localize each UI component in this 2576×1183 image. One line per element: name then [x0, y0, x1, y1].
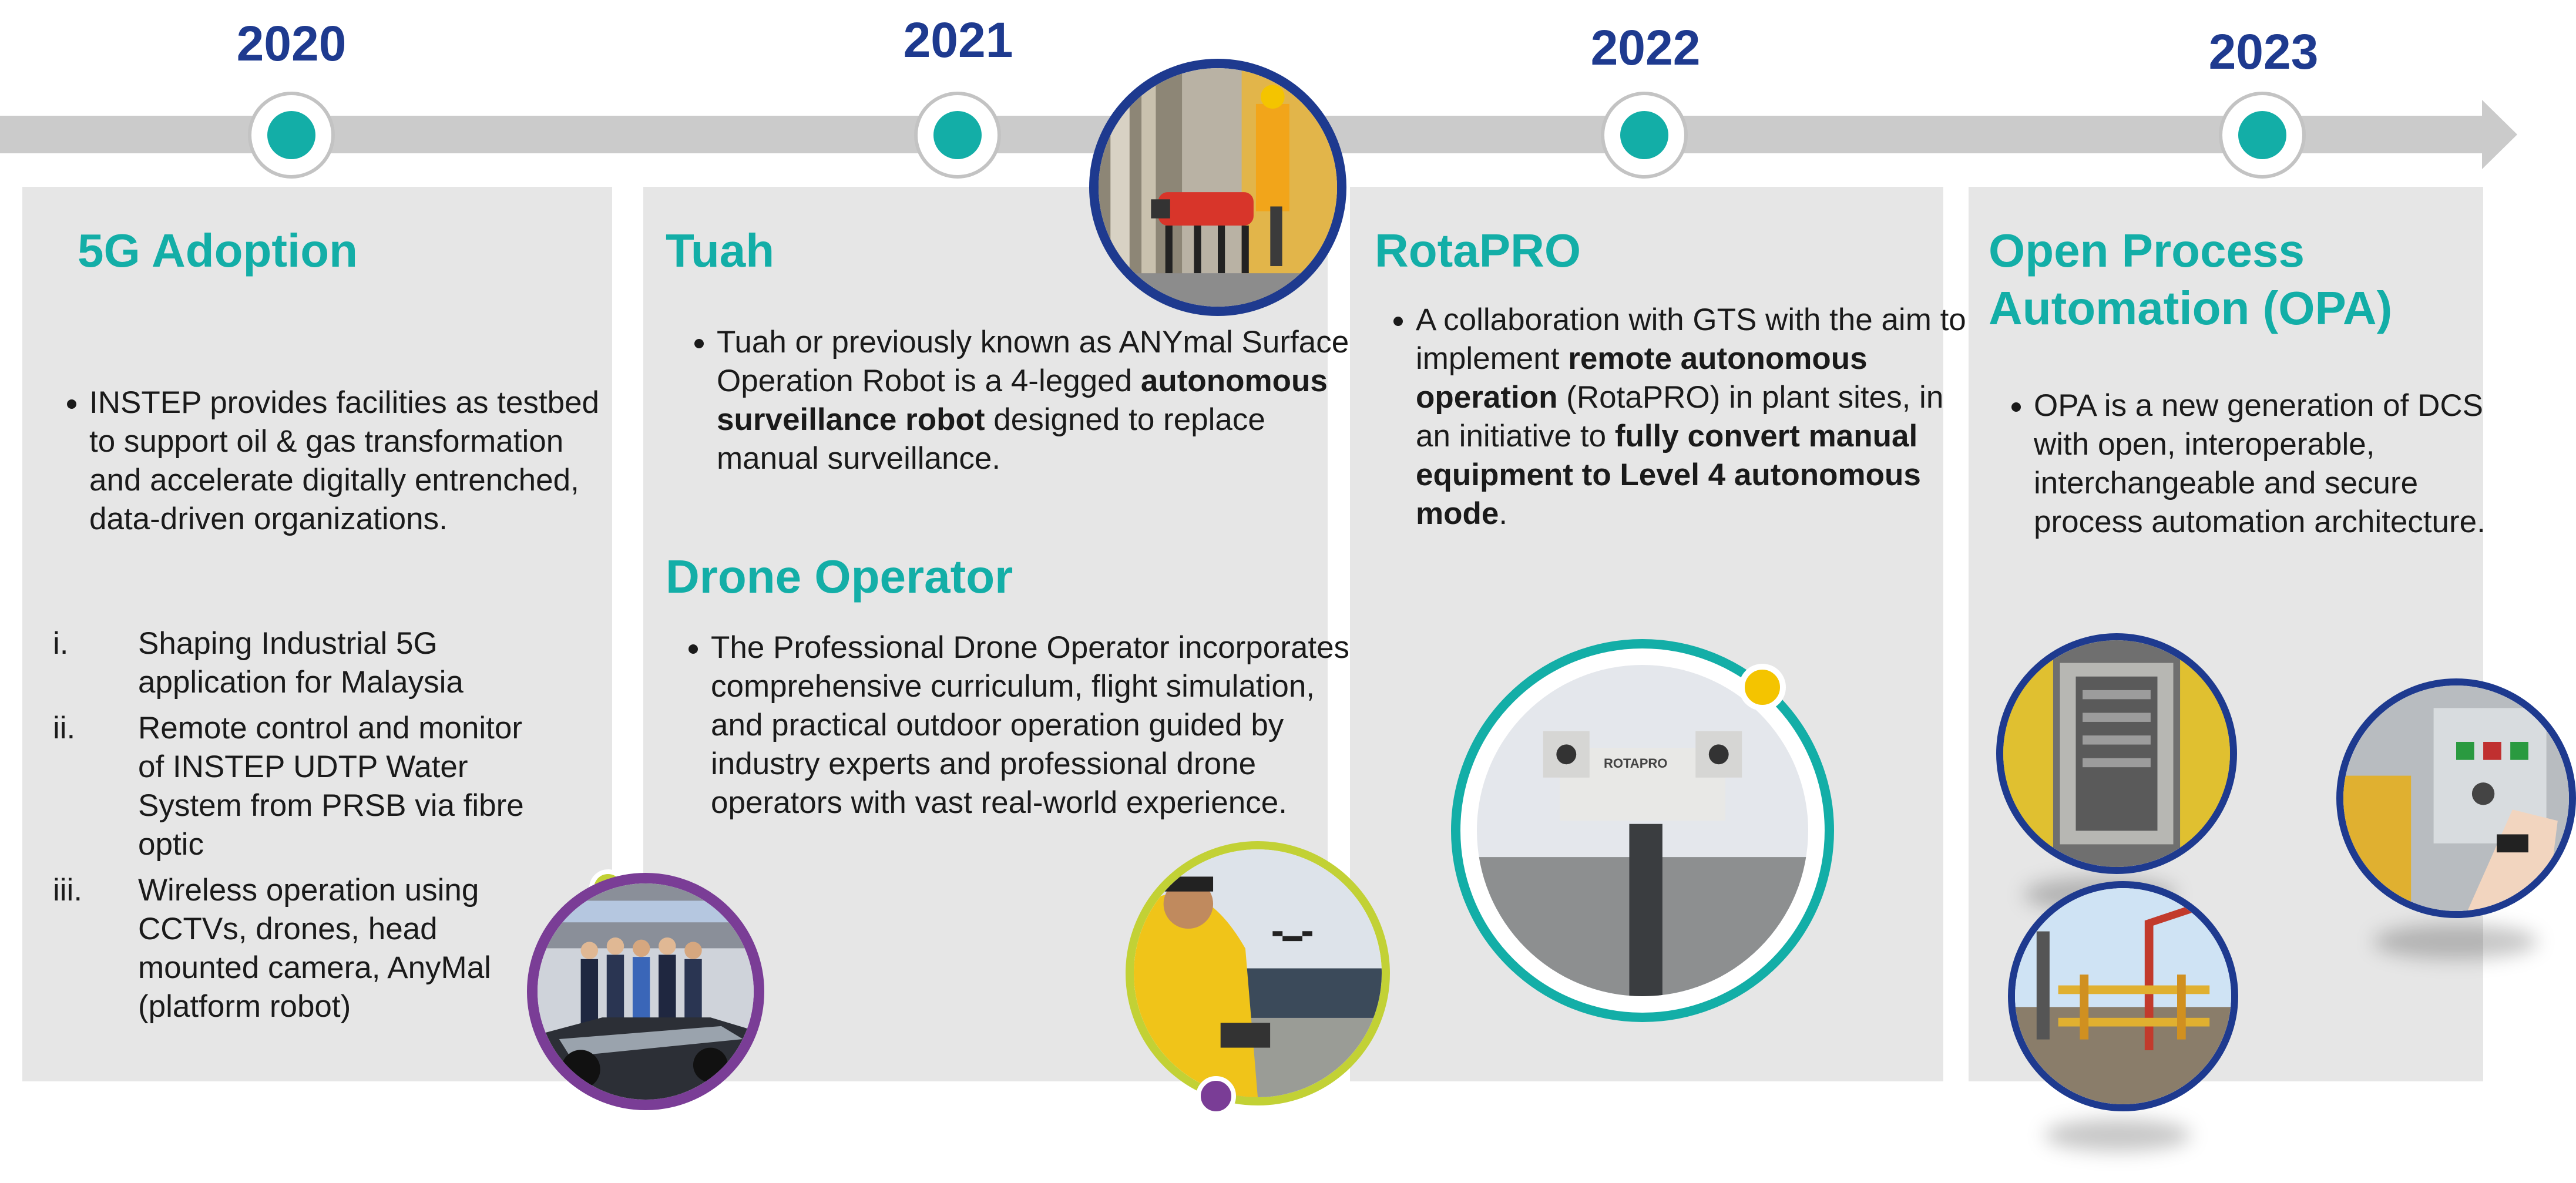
photo-shadow [2373, 924, 2538, 959]
panel-2020-bullet-list: INSTEP provides facilities as testbed to… [53, 384, 606, 539]
list-item: ii.Remote control and monitor of INSTEP … [53, 711, 524, 862]
panel-title-5g-adoption: 5G Adoption [78, 224, 358, 277]
rotapro-camera-label: ROTAPRO [1604, 756, 1668, 771]
timeline-node-2022 [1601, 92, 1688, 179]
timeline-node-2020 [248, 92, 335, 179]
timeline-node-2021 [914, 92, 1001, 179]
panel-title-tuah: Tuah [666, 224, 775, 277]
rotapro-camera-image: ROTAPRO [1451, 639, 1834, 1022]
panel-title-drone-operator: Drone Operator [666, 550, 1013, 603]
panel-2020-bullet: INSTEP provides facilities as testbed to… [89, 384, 606, 539]
list-item: i.Shaping Industrial 5G application for … [53, 626, 464, 700]
panel-2023-bullet: OPA is a new generation of DCS with open… [2034, 387, 2515, 542]
photo-shadow [2044, 1119, 2191, 1151]
year-label-2020: 2020 [236, 16, 347, 71]
opa-plant-image [2008, 881, 2238, 1111]
list-item: iii.Wireless operation using CCTVs, dron… [53, 873, 491, 1024]
panel-2022-bullet-list: A collaboration with GTS with the aim to… [1379, 301, 1968, 533]
opa-control-panel-image [2336, 678, 2576, 918]
panel-title-opa: Open Process Automation (OPA) [1989, 224, 2393, 334]
panel-2022-bullet: A collaboration with GTS with the aim to… [1416, 301, 1968, 533]
timeline-node-2023 [2219, 92, 2306, 179]
panel-2020-numbered-list: i.Shaping Industrial 5G application for … [53, 624, 535, 1033]
panel-2020 [22, 187, 612, 1081]
panel-2023-bullet-list: OPA is a new generation of DCS with open… [1997, 387, 2515, 542]
opa-cabinet-image [1996, 633, 2237, 874]
decor-dot-purple [1196, 1076, 1236, 1116]
panel-2021-bullet: Tuah or previously known as ANYmal Surfa… [717, 323, 1351, 478]
panel-2021-bullet-list: Tuah or previously known as ANYmal Surfa… [680, 323, 1351, 478]
year-label-2022: 2022 [1590, 20, 1701, 75]
tuah-robot-image [1089, 59, 1346, 316]
timeline-arrowhead [2482, 100, 2517, 169]
panel-2021-drone-bullet: The Professional Drone Operator incorpor… [711, 629, 1357, 822]
panel-2021-drone-list: The Professional Drone Operator incorpor… [674, 629, 1357, 822]
panel-title-rotapro: RotaPRO [1375, 224, 1581, 277]
year-label-2023: 2023 [2208, 24, 2319, 79]
year-label-2021: 2021 [903, 12, 1013, 68]
group-photo-image [527, 873, 764, 1110]
drone-operator-image [1126, 841, 1390, 1105]
decor-dot-yellow [1739, 664, 1786, 711]
